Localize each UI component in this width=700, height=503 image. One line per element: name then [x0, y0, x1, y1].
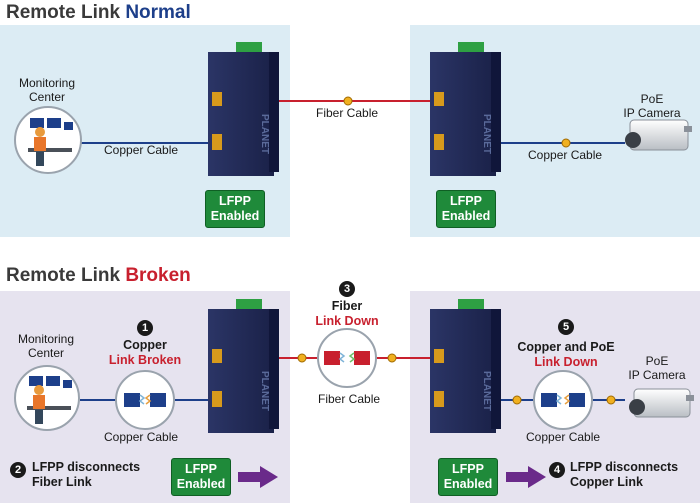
- copper-break-magnifier-left: [115, 370, 175, 430]
- broken-copper-left-label: Copper Cable: [104, 430, 179, 444]
- broken-fiber-connector-right: [387, 353, 397, 363]
- broken-left-switch: PLANET: [208, 299, 279, 433]
- broken-title: Remote Link Broken: [6, 265, 191, 286]
- copper-break-magnifier-right: [533, 370, 593, 430]
- svg-text:PLANET: PLANET: [481, 114, 492, 154]
- normal-monitoring-center-icon: [14, 106, 82, 174]
- broken-fiber-connector-left: [297, 353, 307, 363]
- step-2-number: 2: [10, 462, 26, 478]
- normal-fiber-connector: [343, 96, 353, 106]
- broken-copper-connector-left: [512, 395, 522, 405]
- step-1-number: 1: [137, 320, 153, 336]
- normal-left-switch: PLANET: [208, 42, 279, 176]
- normal-fiber-label: Fiber Cable: [316, 106, 379, 120]
- step-4-number: 4: [549, 462, 565, 478]
- step-3-number: 3: [339, 281, 355, 297]
- fiber-break-magnifier: [317, 328, 377, 388]
- broken-copper-connector-right: [606, 395, 616, 405]
- normal-copper-connector: [561, 138, 571, 148]
- broken-right-switch: PLANET: [430, 299, 501, 433]
- normal-title: Remote Link Normal: [6, 2, 191, 23]
- normal-right-switch: PLANET: [430, 42, 501, 176]
- normal-camera-icon: [625, 119, 692, 151]
- svg-text:PLANET: PLANET: [259, 371, 270, 411]
- svg-text:PLANET: PLANET: [481, 371, 492, 411]
- broken-monitoring-center-icon: [14, 365, 80, 431]
- broken-title-highlight: Broken: [125, 265, 191, 286]
- arrow-right-icon: [506, 466, 546, 488]
- normal-copper-left-label: Copper Cable: [104, 143, 179, 157]
- normal-title-highlight: Normal: [125, 2, 191, 23]
- broken-copper-right-label: Copper Cable: [526, 430, 601, 444]
- svg-text:PLANET: PLANET: [259, 114, 270, 154]
- normal-copper-right-label: Copper Cable: [528, 148, 603, 162]
- step-5-number: 5: [558, 319, 574, 335]
- arrow-left-icon: [238, 466, 278, 488]
- broken-fiber-label: Fiber Cable: [318, 392, 381, 406]
- broken-camera-icon: [629, 388, 694, 418]
